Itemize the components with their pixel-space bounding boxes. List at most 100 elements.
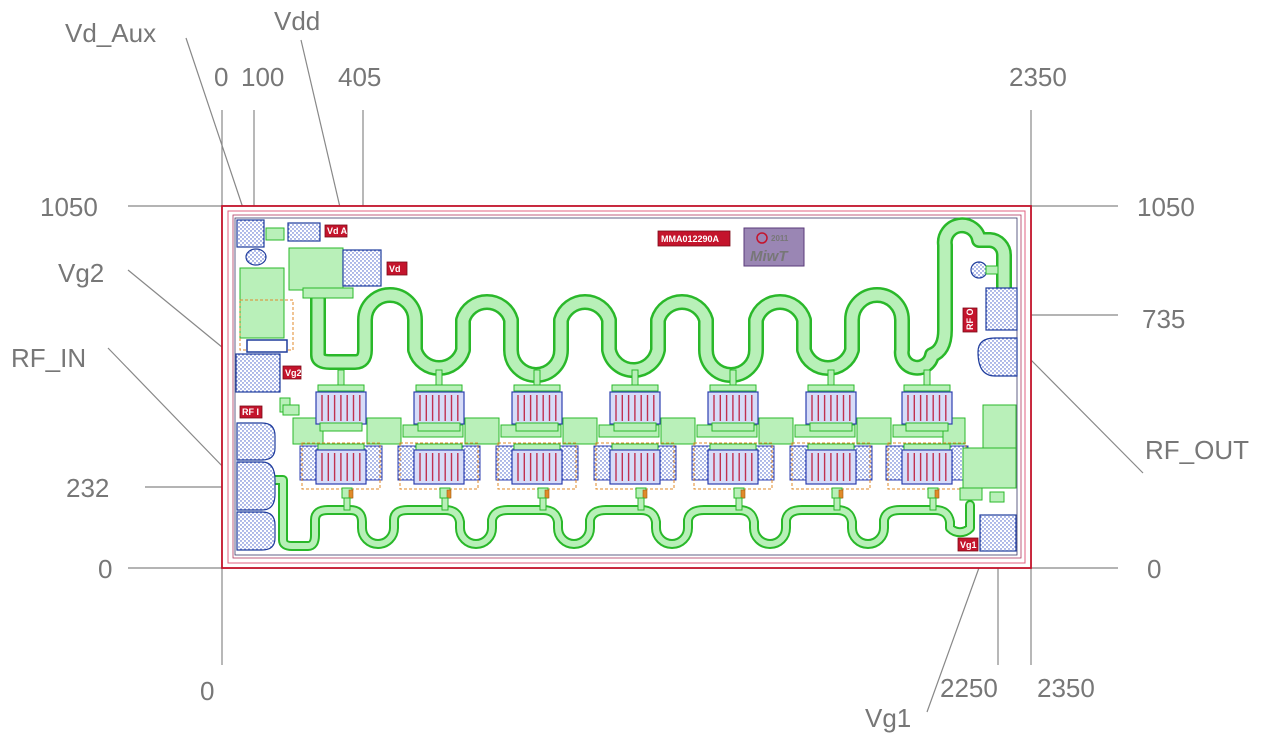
drain-bus bbox=[807, 384, 855, 392]
side-pad-right bbox=[853, 445, 873, 481]
side-pad-right bbox=[657, 445, 677, 481]
left-bias-network bbox=[235, 219, 382, 551]
vg2-pad[interactable] bbox=[235, 353, 281, 393]
gate-tap bbox=[929, 497, 937, 511]
bias-mark bbox=[446, 489, 452, 499]
dim-bottom-x-0: 0 bbox=[200, 676, 214, 706]
right-output-network bbox=[959, 261, 1018, 552]
tag-vdd: Vd bbox=[389, 264, 401, 274]
dim-left-y-1050: 1050 bbox=[40, 192, 98, 222]
drain-bus bbox=[415, 384, 463, 392]
gate-tap bbox=[539, 497, 547, 511]
tag-vg2: Vg2 bbox=[285, 368, 302, 378]
source-bus bbox=[515, 422, 559, 432]
label-vd-aux: Vd_Aux bbox=[65, 18, 156, 48]
side-pad-right bbox=[559, 445, 579, 481]
gate-tap bbox=[343, 497, 351, 511]
bias-mark bbox=[838, 489, 844, 499]
dim-top-x-100: 100 bbox=[241, 62, 284, 92]
side-pad-left bbox=[789, 445, 809, 481]
amplifier-cell bbox=[885, 369, 969, 511]
bias-mark bbox=[934, 489, 940, 499]
vd-aux-pad[interactable] bbox=[236, 219, 265, 248]
amplifier-cell bbox=[299, 369, 383, 511]
amplifier-cells bbox=[299, 369, 969, 511]
dim-top-x-0: 0 bbox=[214, 62, 228, 92]
dim-top-x-405: 405 bbox=[338, 62, 381, 92]
dimension-values: 0 100 405 2350 1050 1050 735 232 0 0 0 2… bbox=[40, 62, 1195, 706]
source-bus bbox=[319, 422, 363, 432]
side-pad-left bbox=[885, 445, 905, 481]
amplifier-cell bbox=[397, 369, 481, 511]
dim-right-y-0: 0 bbox=[1147, 554, 1161, 584]
vd-aux-cap bbox=[287, 222, 321, 242]
source-bus bbox=[711, 422, 755, 432]
bias-mark bbox=[740, 489, 746, 499]
gate-tap bbox=[735, 497, 743, 511]
gate-bus bbox=[513, 443, 561, 451]
tag-rf-in: RF I bbox=[242, 407, 259, 417]
dim-bottom-x-2250: 2250 bbox=[940, 673, 998, 703]
logo-circle-icon bbox=[756, 232, 768, 244]
gate-bus bbox=[317, 443, 365, 451]
tag-vd-aux: Vd Aux bbox=[327, 226, 358, 236]
dim-bottom-x-2350: 2350 bbox=[1037, 673, 1095, 703]
logo-text: MiwT bbox=[750, 248, 789, 265]
gate-meander-line bbox=[270, 475, 975, 551]
cell-outline bbox=[399, 442, 479, 490]
side-pad-left bbox=[397, 445, 417, 481]
gate-tap bbox=[833, 497, 841, 511]
gate-bus bbox=[807, 443, 855, 451]
label-vg2: Vg2 bbox=[58, 258, 104, 288]
dim-left-y-0: 0 bbox=[98, 554, 112, 584]
side-pad-right bbox=[461, 445, 481, 481]
gate-tap bbox=[441, 497, 449, 511]
side-pad-left bbox=[691, 445, 711, 481]
side-pad-left bbox=[495, 445, 515, 481]
source-bus bbox=[809, 422, 853, 432]
cell-outline bbox=[791, 442, 871, 490]
gate-bus bbox=[415, 443, 463, 451]
vdd-pad[interactable] bbox=[342, 249, 382, 287]
bias-mark bbox=[348, 489, 354, 499]
label-vdd: Vdd bbox=[274, 6, 320, 36]
bias-mark bbox=[642, 489, 648, 499]
drain-bus bbox=[317, 384, 365, 392]
gate-bus bbox=[709, 443, 757, 451]
label-rf-in: RF_IN bbox=[11, 343, 86, 373]
rf-out-pad-bottom bbox=[977, 337, 1018, 377]
side-pad-right bbox=[363, 445, 383, 481]
cell-outline bbox=[595, 442, 675, 490]
dim-top-x-2350: 2350 bbox=[1009, 62, 1067, 92]
vg1-pad[interactable] bbox=[979, 514, 1017, 552]
drain-bus bbox=[513, 384, 561, 392]
rf-in-pad-top bbox=[236, 422, 276, 461]
drain-meander-line bbox=[310, 217, 1013, 383]
gate-tap bbox=[637, 497, 645, 511]
dim-right-y-735: 735 bbox=[1142, 304, 1185, 334]
rf-in-pad-bottom bbox=[236, 511, 276, 551]
tag-rf-out: RF O bbox=[965, 309, 975, 331]
rf-in-pad[interactable] bbox=[236, 461, 276, 511]
label-vg1: Vg1 bbox=[865, 703, 911, 733]
rf-out-pad[interactable] bbox=[985, 287, 1018, 331]
pad-tags: Vd Aux Vd Vg2 RF I RF O Vg1 bbox=[239, 224, 979, 552]
amplifier-cell bbox=[495, 369, 579, 511]
label-rf-out: RF_OUT bbox=[1145, 435, 1249, 465]
drain-bus bbox=[611, 384, 659, 392]
amplifier-cell bbox=[789, 369, 873, 511]
cell-outline bbox=[497, 442, 577, 490]
source-bus bbox=[905, 422, 949, 432]
side-pad-left bbox=[299, 445, 319, 481]
amplifier-cell bbox=[691, 369, 775, 511]
pad-labels: Vd_Aux Vdd Vg2 RF_IN RF_OUT Vg1 bbox=[11, 6, 1249, 733]
cell-outline bbox=[301, 442, 381, 490]
drain-bus bbox=[709, 384, 757, 392]
gate-bus bbox=[903, 443, 951, 451]
part-marking: MMA012290A 2011 MiwT bbox=[657, 227, 805, 267]
logo-year: 2011 bbox=[771, 234, 789, 243]
gate-bus bbox=[611, 443, 659, 451]
drain-bus bbox=[903, 384, 951, 392]
